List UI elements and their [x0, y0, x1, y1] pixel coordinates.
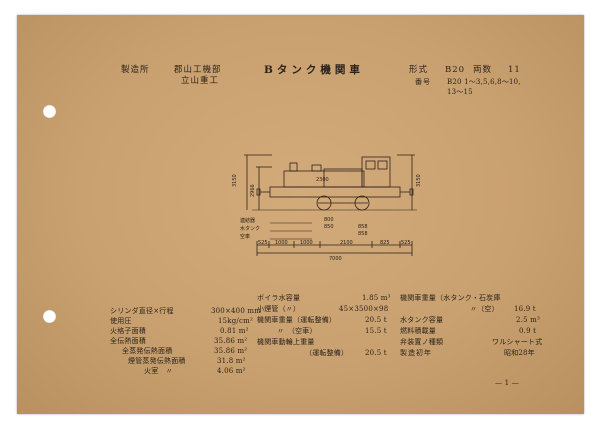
- dim-w1: 525: [258, 240, 268, 246]
- dim-h-right: 3150: [416, 174, 422, 187]
- spec-label: （運転整備）: [305, 349, 349, 357]
- spec-value: 0.9 t: [519, 327, 537, 335]
- spec-label: 全伝熱面積: [110, 337, 146, 345]
- spec-value: 45×3500×98: [339, 305, 389, 313]
- spec-value: ワルシャート式: [492, 338, 543, 346]
- dim-w6: 525: [401, 240, 411, 246]
- spec-label: 〃 （空車）: [277, 327, 317, 335]
- spec-label: 火室 〃: [144, 367, 173, 375]
- spec-value: 16.9 t: [514, 305, 536, 313]
- maker-2: 立山重工: [181, 76, 220, 86]
- spec-value: 20.5 t: [365, 316, 387, 324]
- spec-label: 火格子面積: [110, 327, 146, 335]
- label-3: 空車: [240, 233, 250, 240]
- dim-d4: 858: [358, 224, 368, 230]
- spec-value: 35.86 m²: [214, 347, 248, 355]
- count-value: 11: [508, 65, 521, 75]
- spec-value: 31.8 m²: [217, 357, 246, 365]
- spec-label: 弁装置ノ種類: [400, 338, 444, 346]
- dim-w2: 1000: [275, 240, 288, 246]
- number-value-1: B20 1～3,5,6,8～10,: [447, 78, 521, 86]
- dim-d1: 2300: [316, 177, 329, 183]
- number-label: 番号: [415, 78, 431, 86]
- dim-h-overall: 3150: [232, 174, 238, 187]
- spec-value: 1.85 m³: [362, 294, 391, 302]
- count-label: 両数: [473, 65, 493, 75]
- spec-value: 昭和28年: [504, 349, 535, 357]
- spec-label: 使用圧: [110, 317, 132, 325]
- spec-label: ボイラ水容量: [257, 294, 301, 302]
- spec-value: 300×400 mm: [211, 307, 262, 315]
- spec-value: 4.06 m²: [217, 367, 246, 375]
- doc-title: Bタンク機関車: [264, 64, 364, 76]
- spec-label: 〃（空）: [470, 305, 499, 313]
- dim-w5: 825: [380, 240, 390, 246]
- spec-label: 水タンク容量: [400, 316, 444, 324]
- spec-label: 機関車重量（水タンク・石炭庫: [400, 294, 501, 302]
- spec-label: 全蒸発伝熱面積: [122, 347, 173, 355]
- type-label: 形式: [409, 65, 429, 75]
- spec-value: 35.86 m²: [214, 337, 248, 345]
- spec-value: 0.81 m²: [220, 327, 249, 335]
- dim-w4: 2100: [340, 240, 353, 246]
- dim-h-body: 2966: [250, 184, 256, 197]
- maker-1: 郡山工機部: [174, 65, 222, 75]
- spec-label: 機関車重量（運転整備）: [257, 316, 337, 324]
- punch-hole-top: [43, 105, 56, 118]
- dim-w-total: 7000: [329, 256, 342, 260]
- label-1: 連結器: [240, 217, 255, 224]
- punch-hole-bottom: [43, 310, 56, 323]
- spec-value: 15kg/cm²: [218, 317, 253, 325]
- type-value: B20: [445, 65, 466, 75]
- dim-d3: 850: [324, 224, 334, 230]
- spec-value: 2.5 m³: [516, 316, 541, 324]
- spec-label: 機関車動輪上重量: [257, 338, 315, 346]
- number-value-2: 13～15: [447, 88, 473, 96]
- dim-w3: 1000: [300, 240, 313, 246]
- dim-d2: 800: [324, 217, 334, 223]
- document-sheet: 製造所 郡山工機部 立山重工 Bタンク機関車 形式 B20 両数 11 番号 B…: [17, 15, 584, 414]
- spec-label: 煙管蒸発伝熱面積: [128, 357, 186, 365]
- spec-label: 小煙管（〃）: [257, 305, 301, 313]
- spec-value: 15.5 t: [365, 327, 387, 335]
- label-2: 水タンク: [240, 225, 260, 232]
- spec-label: 製造初年: [400, 349, 432, 357]
- page-number: — 1 —: [495, 379, 519, 387]
- spec-label: シリンダ直径×行程: [110, 307, 174, 315]
- locomotive-diagram: 3150 2966 3150 2300 800 850 858 858 連結器 …: [232, 154, 422, 260]
- maker-label: 製造所: [121, 65, 150, 75]
- spec-label: 燃料積載量: [400, 327, 436, 335]
- spec-value: 20.5 t: [365, 349, 387, 357]
- dim-d5: 858: [358, 231, 368, 237]
